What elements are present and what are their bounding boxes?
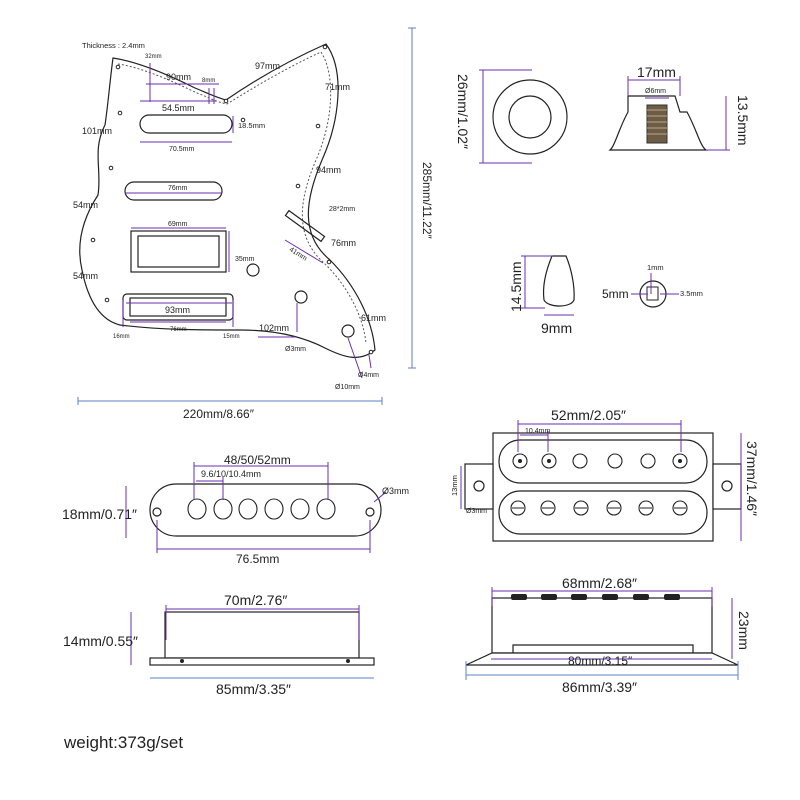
pickguard-drawing: Thickness : 2.4mm 32mm 90mm 8mm 97mm 71m… [73,27,434,421]
single-coil-side-view: 70m/2.76″ 14mm/0.55″ 85mm/3.35″ [63,592,375,697]
dim-phi4mm: Ø4mm [358,372,379,379]
single-coil-top-view: 48/50/52mm 9.6/10/10.4mm Ø3mm 18mm/0.71″… [62,453,409,566]
dim-94mm: 94mm [316,165,341,175]
dim-97mm: 97mm [255,61,280,71]
dim-sc-hole: Ø3mm [382,486,409,496]
dim-tip-3-5mm: 3.5mm [680,289,703,298]
weight-label: weight:373g/set [64,733,184,752]
hum-top-poles [512,453,688,469]
switch-slot [284,209,326,243]
pot-hole [294,290,308,304]
dim-15mm: 15mm [223,334,240,340]
dim-70-5mm: 70.5mm [169,146,194,153]
dim-sc-spacing: 48/50/52mm [224,453,291,467]
dim-hum-13mm: 13mm [450,475,459,496]
dim-hum-pole: 10.4mm [525,428,550,435]
dim-sc-height: 18mm/0.71″ [62,506,137,522]
dim-71mm: 71mm [325,82,350,92]
dim-knob-depth: 13.5mm [735,95,751,146]
dim-phi3mm: Ø3mm [285,346,306,353]
hum-bottom-poles [510,500,688,516]
dim-knob-width: 17mm [637,64,676,80]
dim-hs-height: 23mm [736,611,752,650]
dim-69mm: 69mm [168,221,188,228]
dim-hs-top: 68mm/2.68″ [562,575,637,591]
pickguard-outline [79,43,376,358]
dim-76mm-middle: 76mm [168,185,188,192]
dim-phi10mm: Ø10mm [335,384,360,391]
dim-8mm: 8mm [202,78,215,84]
dim-90mm: 90mm [166,72,191,82]
dim-ss-height: 14mm/0.55″ [63,633,138,649]
pickguard-screw-holes [90,44,374,355]
humbucker-top-view: 52mm/2.05″ 10.4mm 13mm Ø3mm 37mm/1.46″ [450,407,760,542]
knob-top-view: 26mm/1.02″ [455,69,568,164]
dim-knob-height: 26mm/1.02″ [455,74,471,149]
dim-thickness: Thickness : 2.4mm [82,41,145,50]
dim-54mm-upper: 54mm [73,200,98,210]
dim-tip-1mm: 1mm [647,263,664,272]
dim-32mm: 32mm [145,54,162,60]
dim-76mm-bridge: 76mm [170,327,187,333]
knob-side-view: 17mm Ø6mm 13.5mm [608,64,751,151]
dim-hum-height: 37mm/1.46″ [744,441,760,516]
dim-hum-spacing: 52mm/2.05″ [551,407,626,423]
dim-54-5mm: 54.5mm [162,103,195,113]
bridge-humbucker-cavity [130,230,227,273]
dim-93mm: 93mm [165,305,190,315]
dim-overall-height: 285mm/11.22″ [420,162,434,239]
dim-hs-base: 80mm/3.15″ [568,654,633,668]
pot-hole [341,324,355,338]
dim-sc-pole: 9.6/10/10.4mm [201,469,261,479]
dim-41mm: 41mm [288,246,308,262]
dim-ss-length: 85mm/3.35″ [216,681,291,697]
dim-28x2mm: 28*2mm [329,206,355,213]
dim-101mm: 101mm [82,126,112,136]
dim-ss-top: 70m/2.76″ [224,592,287,608]
pot-hole [246,263,260,277]
dim-sc-length: 76.5mm [236,552,279,566]
dim-16mm: 16mm [113,334,130,340]
dim-tip-width: 9mm [541,320,572,336]
dim-76mm-switch: 76mm [331,238,356,248]
dim-tip-5mm: 5mm [602,287,629,301]
switch-tip-bottom: 1mm 5mm 3.5mm [602,263,703,308]
neck-pickup-cavity [139,114,233,134]
dim-overall-width: 220mm/8.66″ [183,407,255,421]
dim-18-5mm: 18.5mm [238,121,265,130]
dim-knob-bore: Ø6mm [645,88,666,95]
dim-54mm-lower: 54mm [73,271,98,281]
middle-pickup-cavity [124,181,223,201]
dim-35mm: 35mm [235,256,255,263]
dim-61mm: 61mm [361,313,386,323]
dim-hs-length: 86mm/3.39″ [562,679,637,695]
dim-hum-hole: Ø3mm [466,508,487,515]
dim-tip-height: 14.5mm [508,261,524,312]
humbucker-side-view: 68mm/2.68″ 23mm 80mm/3.15″ 86mm/3.39″ [465,575,752,695]
humbucker-body [492,432,714,542]
switch-tip-side: 14.5mm 9mm [508,255,575,336]
dim-102mm: 102mm [259,323,289,333]
